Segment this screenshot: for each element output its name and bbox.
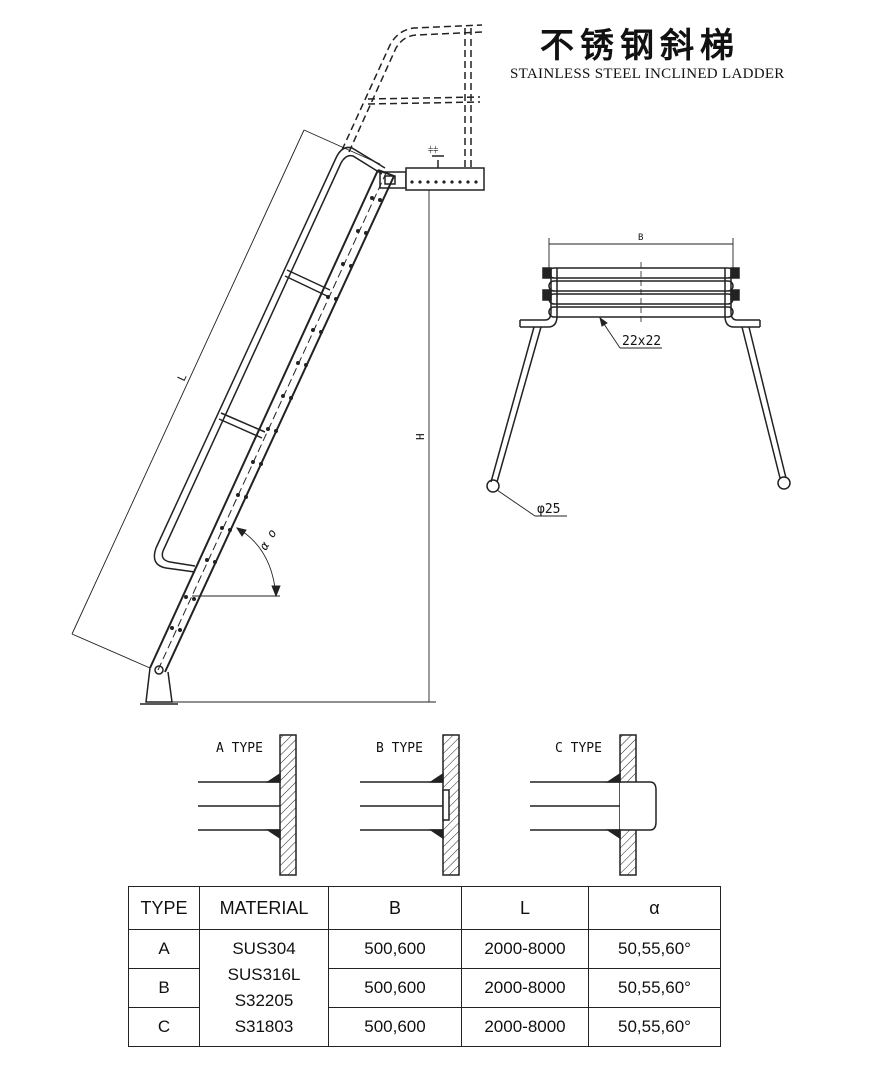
weld-type-c — [530, 734, 657, 876]
material-1: SUS304 — [232, 939, 296, 958]
material-2: SUS316L — [227, 965, 301, 984]
front-leaders — [496, 316, 662, 517]
material-4: S31803 — [234, 1017, 294, 1036]
specification-table: TYPE MATERIAL B L α A SUS304 SUS316L S32… — [128, 886, 721, 1047]
front-brackets — [519, 267, 761, 328]
header-alpha: α — [588, 886, 721, 930]
row-b-l: 2000-8000 — [461, 968, 589, 1008]
bracket-bolts — [410, 180, 478, 184]
front-legs — [486, 326, 791, 493]
weld-type-a-label: A TYPE — [216, 741, 263, 756]
technical-drawing: ⫩⫩ — [71, 24, 791, 876]
row-a-alpha: 50,55,60° — [588, 929, 721, 969]
header-type: TYPE — [128, 886, 200, 930]
table-header-row: TYPE MATERIAL B L α — [128, 886, 721, 930]
tread-bars — [548, 262, 734, 322]
front-width-label: B — [638, 233, 643, 243]
table-row: B 500,600 2000-8000 50,55,60° — [128, 968, 721, 1008]
row-c-b: 500,600 — [328, 1007, 462, 1047]
row-b-type: B — [128, 968, 200, 1008]
row-b-alpha: 50,55,60° — [588, 968, 721, 1008]
tread-size-label: 22x22 — [622, 334, 661, 349]
row-b-b: 500,600 — [328, 968, 462, 1008]
table-row: C 500,600 2000-8000 50,55,60° — [128, 1007, 721, 1047]
side-handrail — [153, 146, 386, 573]
row-a-l: 2000-8000 — [461, 929, 589, 969]
length-dimension — [71, 129, 381, 669]
svg-text:⫩⫩: ⫩⫩ — [428, 145, 438, 156]
side-view: ⫩⫩ — [71, 24, 485, 705]
title-english: STAINLESS STEEL INCLINED LADDER — [510, 66, 785, 82]
angle-indicator — [192, 527, 281, 598]
row-a-type: A — [128, 929, 200, 969]
row-c-l: 2000-8000 — [461, 1007, 589, 1047]
height-label: H — [414, 433, 427, 440]
width-dimension — [548, 238, 734, 268]
header-l: L — [461, 886, 589, 930]
weld-type-c-label: C TYPE — [555, 741, 602, 756]
ladder-foot — [140, 665, 178, 705]
header-material: MATERIAL — [199, 886, 329, 930]
upper-handrail — [341, 24, 483, 170]
front-view — [486, 238, 791, 517]
stringer-tread-bolts — [170, 196, 382, 632]
table-row: A SUS304 SUS316L S32205 S31803 500,600 2… — [128, 929, 721, 1047]
ladder-stringer — [149, 169, 395, 673]
header-b: B — [328, 886, 462, 930]
weld-type-a — [198, 734, 297, 876]
weld-type-b-label: B TYPE — [376, 741, 423, 756]
length-label: L — [175, 371, 190, 383]
material-3: S32205 — [234, 991, 294, 1010]
row-c-type: C — [128, 1007, 200, 1047]
material-cell: SUS304 SUS316L S32205 S31803 — [199, 929, 329, 1047]
row-c-alpha: 50,55,60° — [588, 1007, 721, 1047]
row-a-b: 500,600 — [328, 929, 462, 969]
height-dimension — [172, 190, 436, 703]
title-chinese: 不锈钢斜梯 — [540, 26, 740, 66]
rail-diameter-label: φ25 — [537, 502, 560, 517]
weld-type-b — [360, 734, 460, 876]
